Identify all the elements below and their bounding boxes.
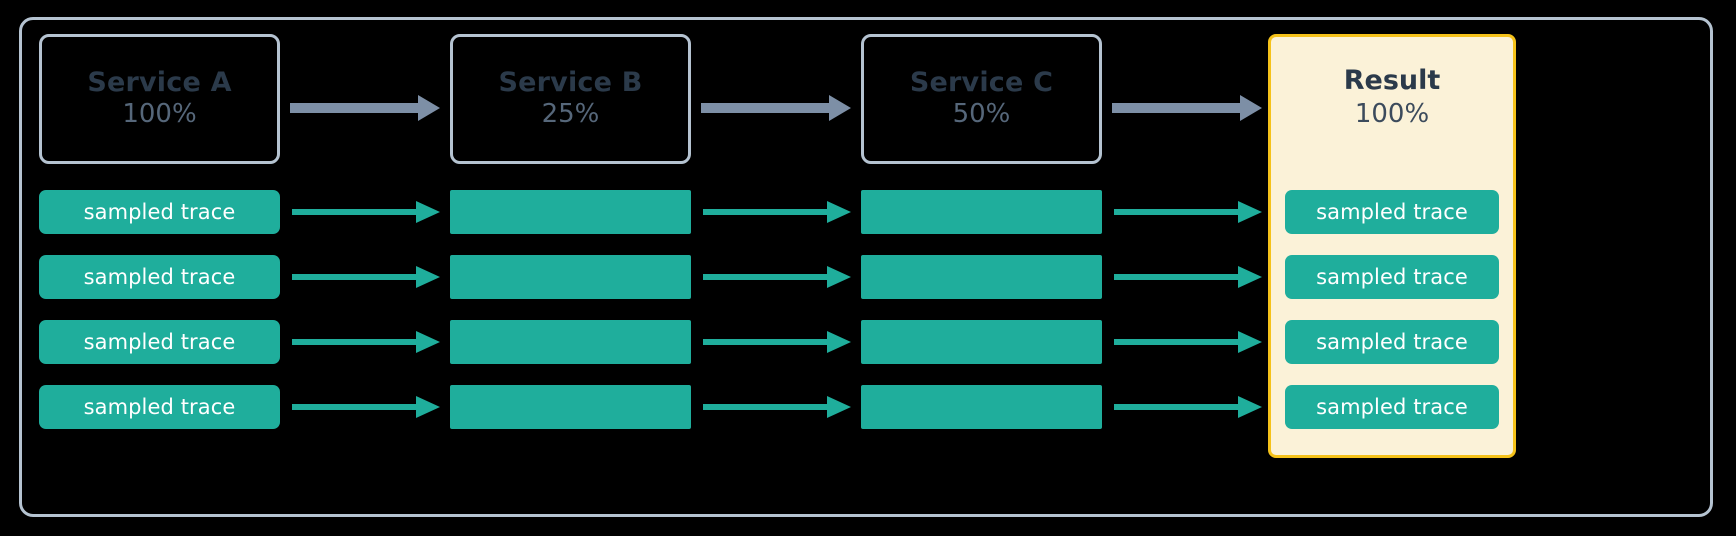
service-box-service-c[interactable]: Service C 50% [861,34,1102,164]
trace-bar-result-row-2[interactable]: sampled trace [1285,255,1499,299]
arrow-trace-a-to-b-row-4 [292,396,440,418]
trace-bar-service-c-row-1[interactable] [861,190,1102,234]
arrow-right-icon [292,396,440,418]
arrow-right-icon [290,95,440,121]
arrow-right-icon [1114,396,1262,418]
arrow-service-a-to-b [290,92,440,124]
service-a-title: Service A [87,67,232,99]
trace-bar-service-b-row-3[interactable] [450,320,691,364]
service-b-percent: 25% [541,98,600,129]
arrow-trace-b-to-c-row-3 [703,331,851,353]
trace-bar-service-b-row-1[interactable] [450,190,691,234]
diagram-frame: Result 100% Service A 100% Service B 25%… [19,17,1713,517]
trace-label: sampled trace [83,395,236,419]
arrow-trace-c-to-result-row-1 [1114,201,1262,223]
trace-bar-service-a-row-4[interactable]: sampled trace [39,385,280,429]
trace-bar-service-a-row-3[interactable]: sampled trace [39,320,280,364]
arrow-trace-c-to-result-row-4 [1114,396,1262,418]
diagram-canvas: Result 100% Service A 100% Service B 25%… [22,20,1710,514]
arrow-trace-c-to-result-row-2 [1114,266,1262,288]
arrow-right-icon [292,201,440,223]
service-box-service-b[interactable]: Service B 25% [450,34,691,164]
arrow-right-icon [1114,201,1262,223]
arrow-right-icon [703,396,851,418]
trace-label: sampled trace [83,200,236,224]
result-percent: 100% [1354,99,1430,129]
arrow-trace-a-to-b-row-1 [292,201,440,223]
arrow-trace-a-to-b-row-2 [292,266,440,288]
arrow-trace-b-to-c-row-1 [703,201,851,223]
trace-label: sampled trace [83,265,236,289]
service-c-percent: 50% [952,98,1011,129]
trace-label: sampled trace [83,330,236,354]
arrow-service-c-to-result [1112,92,1262,124]
arrow-trace-b-to-c-row-4 [703,396,851,418]
arrow-right-icon [701,95,851,121]
service-c-title: Service C [909,67,1054,99]
trace-bar-service-b-row-2[interactable] [450,255,691,299]
service-a-percent: 100% [122,98,197,129]
arrow-right-icon [703,201,851,223]
arrow-right-icon [1114,331,1262,353]
arrow-right-icon [292,266,440,288]
trace-label: sampled trace [1316,200,1468,224]
service-b-title: Service B [498,67,643,99]
arrow-right-icon [292,331,440,353]
arrow-trace-c-to-result-row-3 [1114,331,1262,353]
arrow-service-b-to-c [701,92,851,124]
trace-bar-service-a-row-2[interactable]: sampled trace [39,255,280,299]
arrow-trace-b-to-c-row-2 [703,266,851,288]
arrow-right-icon [1114,266,1262,288]
trace-label: sampled trace [1316,395,1468,419]
result-title: Result [1343,65,1441,96]
arrow-right-icon [703,331,851,353]
arrow-trace-a-to-b-row-3 [292,331,440,353]
trace-label: sampled trace [1316,330,1468,354]
trace-bar-service-a-row-1[interactable]: sampled trace [39,190,280,234]
arrow-right-icon [1112,95,1262,121]
trace-bar-result-row-3[interactable]: sampled trace [1285,320,1499,364]
trace-bar-result-row-4[interactable]: sampled trace [1285,385,1499,429]
arrow-right-icon [703,266,851,288]
trace-bar-result-row-1[interactable]: sampled trace [1285,190,1499,234]
service-box-service-a[interactable]: Service A 100% [39,34,280,164]
trace-bar-service-b-row-4[interactable] [450,385,691,429]
trace-bar-service-c-row-2[interactable] [861,255,1102,299]
trace-label: sampled trace [1316,265,1468,289]
trace-bar-service-c-row-3[interactable] [861,320,1102,364]
trace-bar-service-c-row-4[interactable] [861,385,1102,429]
